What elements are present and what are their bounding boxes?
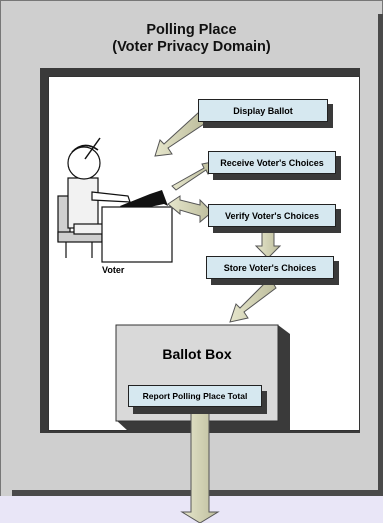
arrow-display-to-voter — [154, 112, 205, 157]
page-title: Polling Place — [146, 22, 237, 38]
report-total-box: Report Polling Place Total — [128, 385, 262, 407]
display-ballot-box: Display Ballot — [198, 99, 328, 122]
page-subtitle: (Voter Privacy Domain) — [112, 39, 271, 55]
voting-booth-icon — [101, 190, 173, 263]
arrow-verify-double — [167, 195, 213, 224]
receive-choices-box: Receive Voter's Choices — [208, 151, 336, 174]
arrow-voter-to-receive — [171, 161, 213, 191]
panel-right-shadow — [378, 14, 383, 510]
arrow-store-to-ballotbox — [229, 277, 277, 323]
ballot-box-title: Ballot Box — [162, 346, 232, 362]
store-choices-box: Store Voter's Choices — [206, 256, 334, 279]
arrow-report-down — [180, 409, 220, 523]
verify-choices-box: Verify Voter's Choices — [208, 204, 336, 227]
voter-label: Voter — [102, 265, 125, 275]
